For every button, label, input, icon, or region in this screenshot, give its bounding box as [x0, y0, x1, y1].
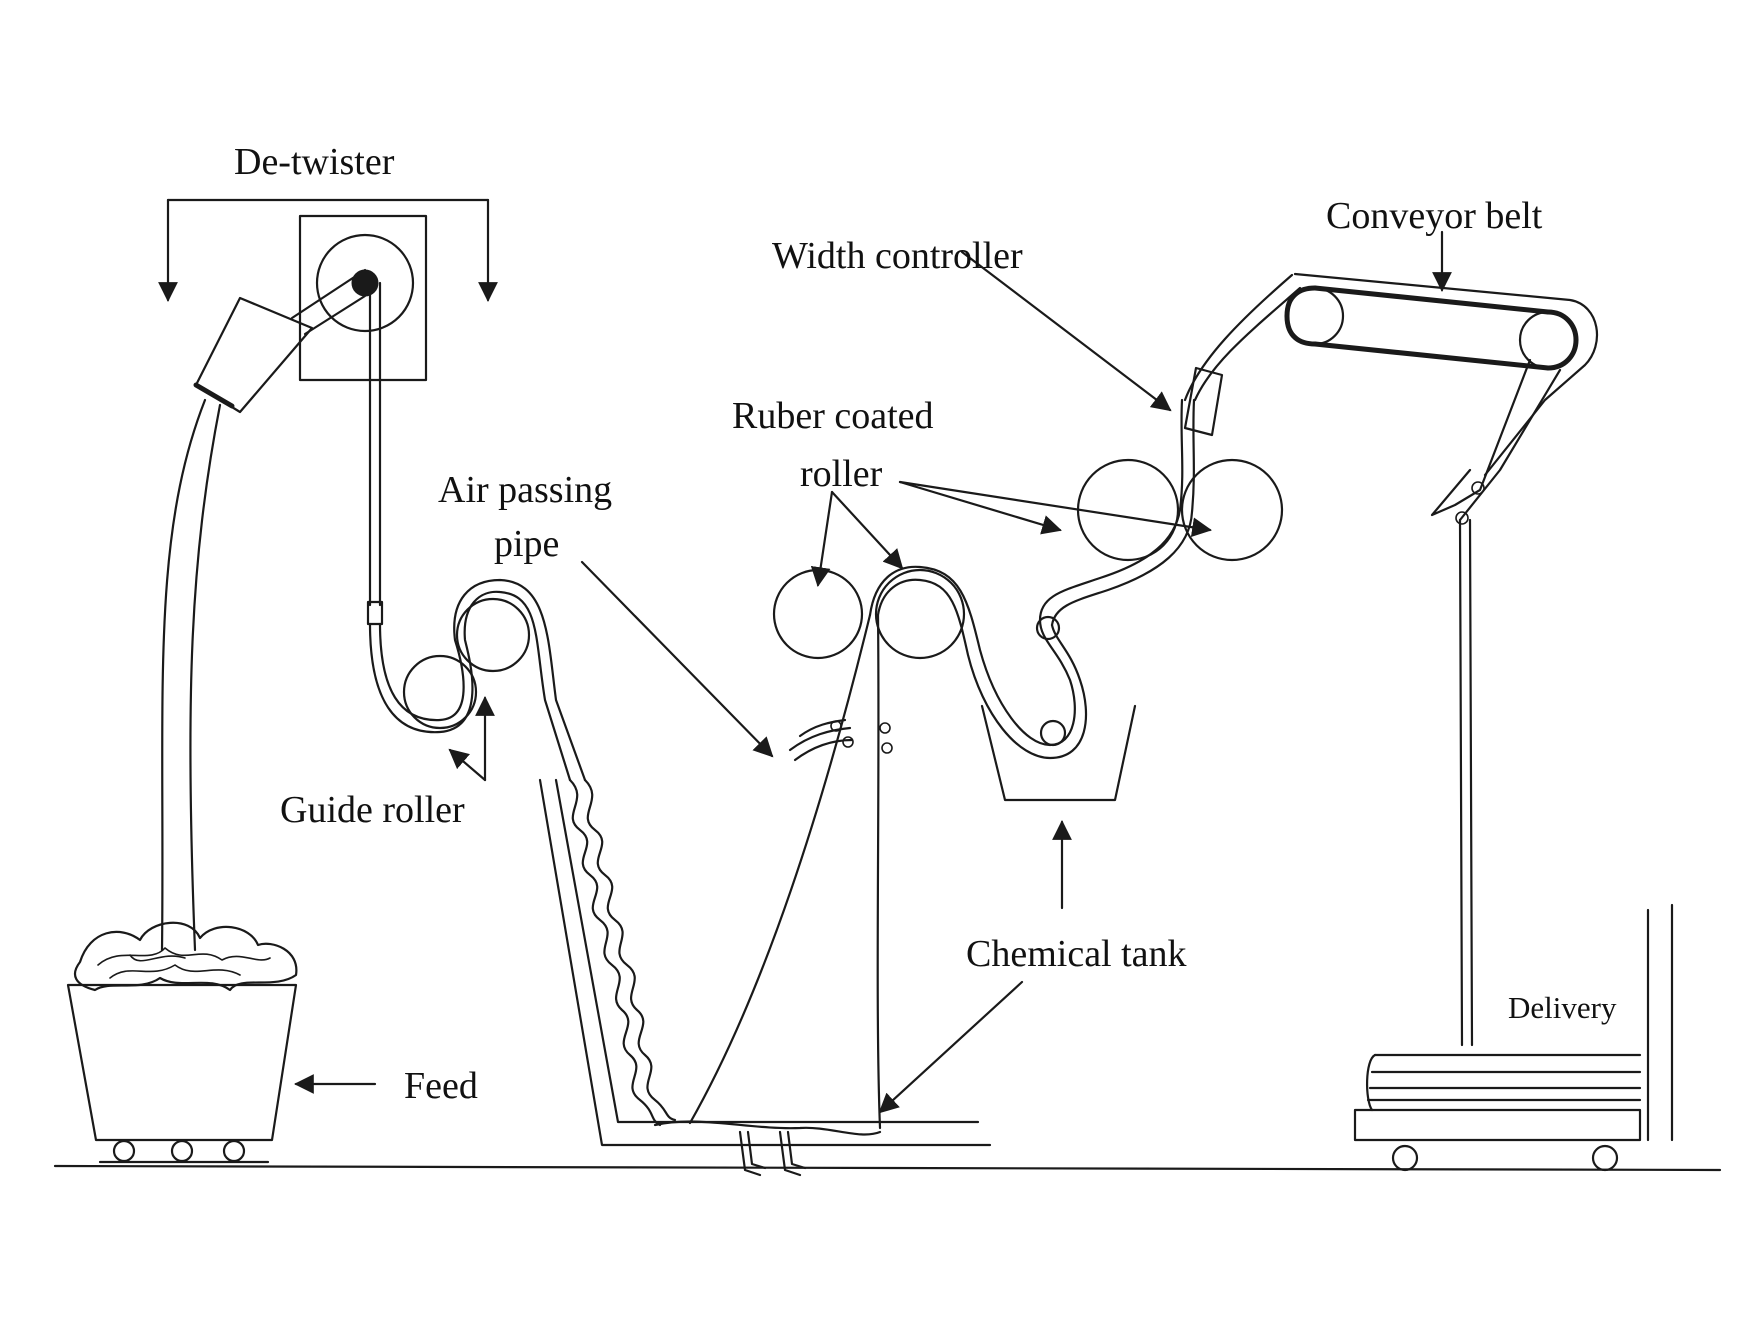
de-twister-unit — [158, 198, 498, 626]
label-conveyor-belt: Conveyor belt — [1326, 195, 1543, 237]
label-de-twister: De-twister — [234, 141, 395, 183]
label-delivery: Delivery — [1508, 990, 1617, 1025]
label-air-passing-pipe-line2: pipe — [494, 523, 559, 565]
label-guide-roller: Guide roller — [280, 789, 465, 831]
label-air-passing-pipe-line1: Air passing — [438, 469, 612, 511]
air-passing-pipe — [788, 718, 893, 762]
delivery-trolley — [1353, 903, 1674, 1172]
label-width-controller: Width controller — [772, 235, 1023, 277]
conveyor-belt — [1284, 272, 1599, 1047]
fabric-rise — [688, 613, 882, 1130]
fabric-upper — [1038, 398, 1196, 627]
label-feed: Feed — [404, 1065, 478, 1107]
width-controller — [1183, 273, 1302, 437]
floor-line — [53, 1164, 1722, 1172]
chemical-tank-small — [980, 615, 1137, 802]
label-chemical-tank: Chemical tank — [966, 933, 1187, 975]
fabric-rope-feed — [160, 398, 222, 952]
annotation-arrows — [294, 230, 1452, 1114]
chemical-tank-long — [538, 778, 992, 1177]
guide-rollers — [368, 578, 587, 782]
label-ruber-coated-roller-line1: Ruber coated — [732, 395, 934, 437]
label-ruber-coated-roller-line2: roller — [800, 453, 883, 495]
rubber-rollers-lower — [772, 565, 1087, 760]
feed-basket — [66, 921, 298, 1164]
